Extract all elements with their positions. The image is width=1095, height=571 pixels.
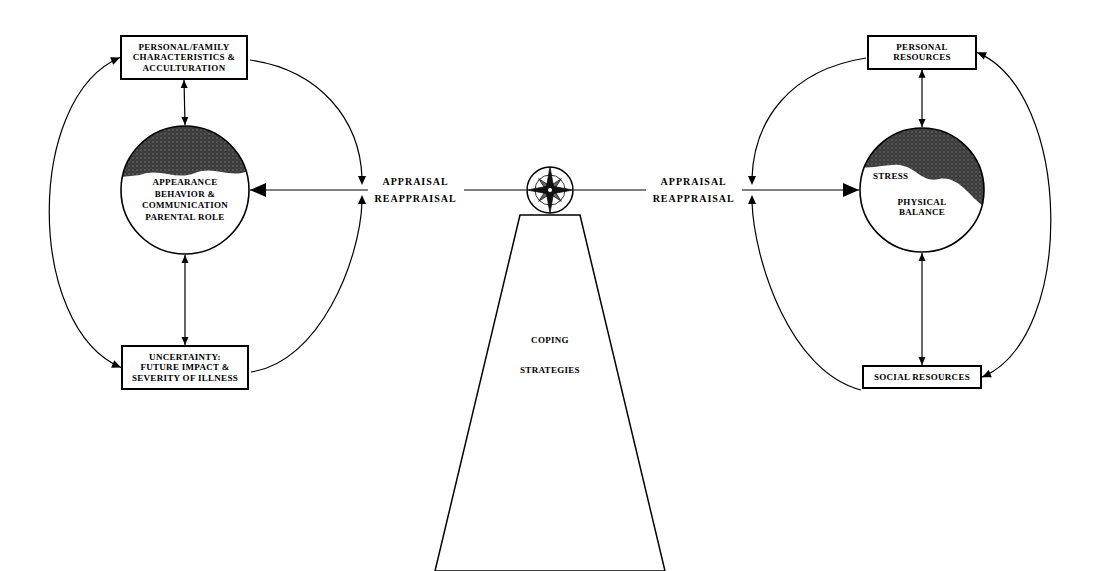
resource-box: PERSONAL RESOURCES [867,35,977,70]
connector [182,255,189,345]
arrow-head [181,117,188,125]
arrow-head [919,357,926,365]
circle-outline [859,127,985,253]
feedback-arc [752,58,866,178]
connector [919,70,926,127]
node-text: APPEARANCE [151,177,220,187]
feedback-arc [250,60,362,178]
stress-circle: STRESS PHYSICAL BALANCE [859,127,985,253]
node-text: PHYSICAL BALANCE [877,197,967,218]
text-holder: PHYSICAL BALANCE [877,197,967,218]
connector-line [977,52,1051,377]
connector-line [921,70,922,127]
connector [977,52,1051,377]
edge-label: APPRAISAL REAPPRAISAL [646,173,742,207]
feedback-arc [251,202,362,372]
arrow-head [982,370,992,377]
arrow-head [748,176,756,185]
node-text: BEHAVIOR & COMMUNICATION [131,189,239,210]
node-text: UNCERTAINTY: FUTURE IMPACT & SEVERITY OF… [129,352,241,383]
connector-line [184,255,185,345]
arrow-head [182,255,189,263]
shaded-region [120,125,250,177]
arrow-head [250,183,266,197]
arrow-head [181,80,188,88]
text-holder: STRESS [871,171,921,181]
appraisal-circle: APPEARANCE BEHAVIOR & COMMUNICATION PARENT… [120,125,250,255]
node-text: SOCIAL RESOURCES [870,372,974,382]
text-holder: APPEARANCE BEHAVIOR & COMMUNICATION PARENT… [131,177,239,222]
text-holder: COPING STRATEGIES [510,325,590,385]
node-text: PERSONAL RESOURCES [875,42,969,63]
coping-trapezoid: COPING STRATEGIES [435,165,665,571]
arrow-head [111,360,121,367]
connector [181,80,189,125]
feedback-arc [752,202,861,390]
connector [919,253,926,365]
node-text: STRESS [871,171,910,181]
node-text: COPING STRATEGIES [510,325,590,385]
factor-box: PERSONAL/FAMILY CHARACTERISTICS & ACCULT… [120,35,248,80]
circle-border [860,128,984,252]
arrow-head [358,176,366,185]
arrow-head [977,52,987,59]
circle-border [121,126,249,254]
connector-line [49,58,121,368]
arrow-head [919,119,926,127]
node-text: PARENTAL ROLE [143,212,226,222]
arrow-head [110,57,120,64]
circle-ground [860,128,984,252]
compass-hub [548,188,552,192]
factor-box: UNCERTAINTY: FUTURE IMPACT & SEVERITY OF… [121,345,249,390]
arrow-head [748,195,756,204]
arrow-head [919,253,926,261]
connector-line [921,253,922,365]
compass-star [527,167,573,213]
circle-ground [121,126,249,254]
arrow-head [182,337,189,345]
edge-label: APPRAISAL REAPPRAISAL [368,173,464,207]
arrow-head [358,195,366,204]
arrow-head [919,70,926,78]
resource-box: SOCIAL RESOURCES [862,365,982,389]
connector [49,57,121,367]
compass-ring [527,167,573,213]
trapezoid-border [435,215,665,571]
arrow-head [843,183,859,197]
node-text: PERSONAL/FAMILY CHARACTERISTICS & ACCULT… [128,42,240,73]
shaded-region [859,127,985,207]
